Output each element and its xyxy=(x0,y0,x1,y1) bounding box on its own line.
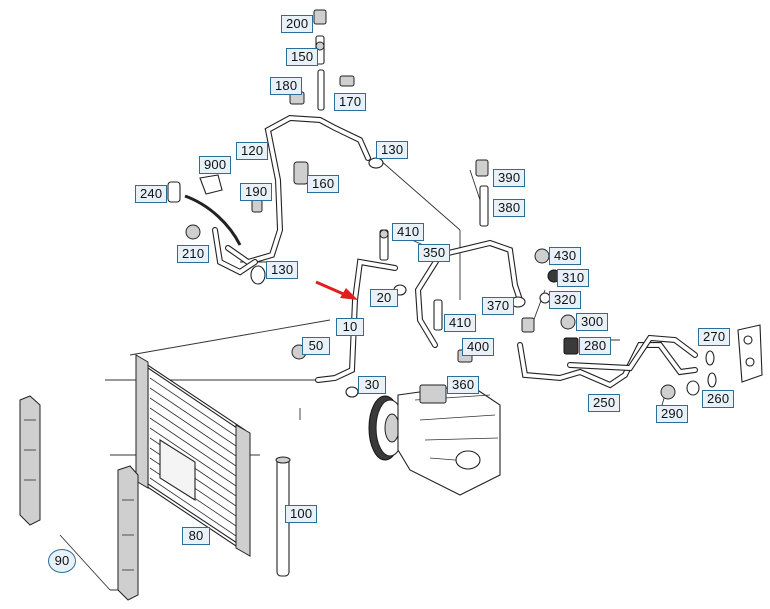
callout-270[interactable]: 270 xyxy=(698,328,731,346)
pipe-250 xyxy=(517,334,698,389)
callout-130-lower[interactable]: 130 xyxy=(266,261,299,279)
callout-320[interactable]: 320 xyxy=(549,291,582,309)
callout-250[interactable]: 250 xyxy=(588,394,621,412)
callout-380[interactable]: 380 xyxy=(493,199,526,217)
pipe-120 xyxy=(212,114,371,276)
fittings xyxy=(167,9,676,400)
receiver-drier-tube xyxy=(275,456,291,577)
callout-410-lower[interactable]: 410 xyxy=(444,314,477,332)
callout-410-upper[interactable]: 410 xyxy=(392,223,425,241)
expansion-valve xyxy=(686,324,763,396)
callout-280[interactable]: 280 xyxy=(579,337,612,355)
callout-430[interactable]: 430 xyxy=(549,247,582,265)
callout-150[interactable]: 150 xyxy=(286,48,319,66)
callout-300[interactable]: 300 xyxy=(576,313,609,331)
callout-80[interactable]: 80 xyxy=(182,527,210,545)
highlight-arrow xyxy=(315,280,358,300)
callout-170[interactable]: 170 xyxy=(334,93,367,111)
callout-290[interactable]: 290 xyxy=(656,405,689,423)
callout-310[interactable]: 310 xyxy=(557,269,590,287)
callout-900[interactable]: 900 xyxy=(199,156,232,174)
callout-260[interactable]: 260 xyxy=(702,390,735,408)
callout-100[interactable]: 100 xyxy=(285,505,318,523)
condenser-radiator xyxy=(135,354,251,557)
callout-90[interactable]: 90 xyxy=(48,549,76,573)
callout-180[interactable]: 180 xyxy=(270,77,303,95)
callout-130-top[interactable]: 130 xyxy=(376,141,409,159)
callout-20[interactable]: 20 xyxy=(370,289,398,307)
callout-370[interactable]: 370 xyxy=(482,297,515,315)
callout-360[interactable]: 360 xyxy=(447,376,480,394)
callout-210[interactable]: 210 xyxy=(177,245,210,263)
callout-120[interactable]: 120 xyxy=(236,142,269,160)
callout-50[interactable]: 50 xyxy=(302,337,330,355)
compressor xyxy=(368,384,501,496)
callout-160[interactable]: 160 xyxy=(307,175,340,193)
callout-190[interactable]: 190 xyxy=(240,183,273,201)
callout-10[interactable]: 10 xyxy=(336,318,364,336)
callout-350[interactable]: 350 xyxy=(418,244,451,262)
callout-400[interactable]: 400 xyxy=(462,338,495,356)
callout-240[interactable]: 240 xyxy=(135,185,168,203)
callout-200[interactable]: 200 xyxy=(281,15,314,33)
callout-390[interactable]: 390 xyxy=(493,169,526,187)
callout-30[interactable]: 30 xyxy=(358,376,386,394)
pipe-350 xyxy=(414,239,523,348)
side-brackets xyxy=(19,395,139,601)
